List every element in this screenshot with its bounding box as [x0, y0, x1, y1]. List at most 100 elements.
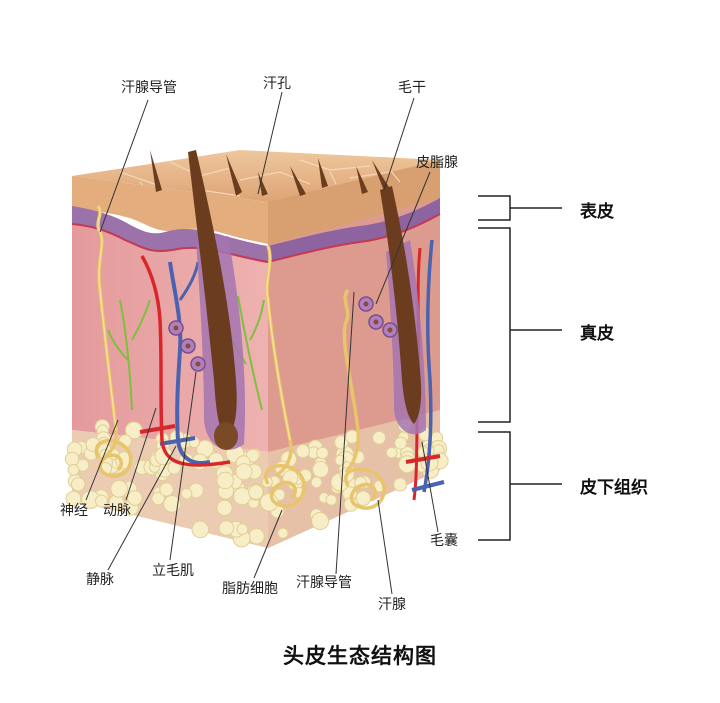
fat-cell [151, 491, 165, 506]
label-hair-shaft: 毛干 [398, 80, 426, 96]
label-follicle: 毛囊 [430, 533, 458, 549]
leader-arrector [169, 371, 197, 561]
label-pore: 汗孔 [263, 76, 291, 92]
sweat-gland-left [94, 438, 133, 478]
hair-1 [150, 150, 162, 192]
leader-artery [125, 407, 157, 501]
layer-label-dermis: 真皮 [580, 324, 614, 344]
fat-cell [372, 430, 387, 445]
epidermis-band [72, 176, 268, 244]
leader-sebaceous [375, 171, 431, 305]
fat-cell [236, 523, 249, 535]
sweat-gland-middle [264, 464, 306, 508]
fat-cell [235, 463, 253, 481]
fat-cell [277, 527, 289, 539]
fat-cell [191, 520, 210, 539]
leader-sweat-duct-bottom [335, 291, 355, 575]
fat-cell [127, 490, 143, 506]
layer-brackets [478, 195, 562, 541]
main-hair [188, 150, 237, 438]
fat-cell [65, 490, 82, 507]
label-sweat-duct-bottom: 汗腺导管 [296, 575, 352, 591]
fat-cell [71, 477, 86, 492]
label-nerve: 神经 [60, 503, 88, 519]
bracket-dermis [478, 227, 562, 423]
fat-cell [110, 479, 128, 498]
sweat-duct-middle-highlight [266, 245, 291, 441]
fat-cell [393, 477, 408, 492]
basal-layer-side [268, 198, 440, 262]
fat-cell [385, 446, 398, 459]
fat-cell [316, 446, 329, 460]
leader-fat [253, 509, 283, 579]
sebaceous-gland-left [168, 320, 206, 372]
sweat-duct-left-highlight [97, 205, 117, 431]
label-arrector-pili: 立毛肌 [152, 563, 194, 579]
hair-2 [226, 154, 242, 196]
hair-bulb-main [214, 422, 238, 450]
skin-surface [72, 150, 440, 202]
label-vein: 静脉 [86, 572, 114, 588]
leader-vein [107, 445, 177, 571]
label-sweat-gland: 汗腺 [378, 597, 406, 613]
fat-cell [394, 436, 408, 450]
fat-cell [163, 495, 181, 513]
vein-vessel [168, 261, 211, 465]
vein-branch [178, 261, 200, 301]
fat-cell [67, 464, 80, 476]
artery-cross [139, 424, 176, 434]
vein-cross [159, 436, 196, 446]
hair-5 [318, 158, 328, 188]
fat-cell [180, 487, 193, 500]
leader-sweat-duct-top [99, 99, 149, 233]
right-hair [380, 186, 422, 424]
fat-cell [216, 471, 234, 490]
leader-nerve [85, 419, 119, 501]
right-side-epidermis [268, 160, 440, 245]
fat-cell [216, 499, 233, 516]
fat-cell [398, 455, 417, 474]
label-fat-cells: 脂肪细胞 [222, 581, 278, 597]
surface-hairs [150, 150, 392, 196]
fat-cells-group [64, 418, 449, 548]
leader-sweat-gland [377, 499, 393, 595]
fat-cell [64, 451, 80, 467]
hair-7 [372, 160, 392, 196]
leader-hair-shaft [383, 97, 415, 191]
diagram-title: 头皮生态结构图 [283, 644, 437, 668]
label-sebaceous-gland: 皮脂腺 [416, 155, 458, 171]
bracket-epidermis [478, 195, 562, 221]
sebaceous-gland-right [358, 296, 398, 338]
leader-lines [85, 91, 439, 595]
fat-cell [245, 448, 260, 463]
fat-cell [159, 482, 174, 497]
sweat-duct-right [342, 288, 361, 474]
fat-cell [310, 476, 323, 489]
bracket-subcutis [478, 431, 562, 541]
layer-label-epidermis: 表皮 [580, 202, 614, 222]
fat-cell [248, 528, 265, 545]
fat-cell [218, 520, 235, 536]
hair-3 [258, 172, 268, 196]
leader-follicle [421, 441, 439, 533]
hair-6 [356, 166, 368, 194]
right-artery-cross [405, 454, 441, 464]
fat-cell [295, 444, 310, 459]
fat-cell [248, 484, 264, 500]
fat-cell [95, 494, 108, 508]
sweat-gland-right [344, 467, 386, 510]
fat-cell [312, 461, 330, 478]
artery-vessel [140, 255, 231, 467]
fat-cell [311, 512, 330, 530]
hair-4 [290, 166, 306, 196]
layer-label-subcutis: 皮下组织 [580, 478, 648, 498]
fat-cell [355, 490, 371, 506]
fat-cell [233, 487, 252, 506]
fat-cell [325, 494, 338, 506]
nerve-left [107, 299, 151, 411]
right-vein-cross [411, 480, 445, 492]
leader-pore [257, 91, 283, 195]
label-sweat-duct-top: 汗腺导管 [121, 80, 177, 96]
